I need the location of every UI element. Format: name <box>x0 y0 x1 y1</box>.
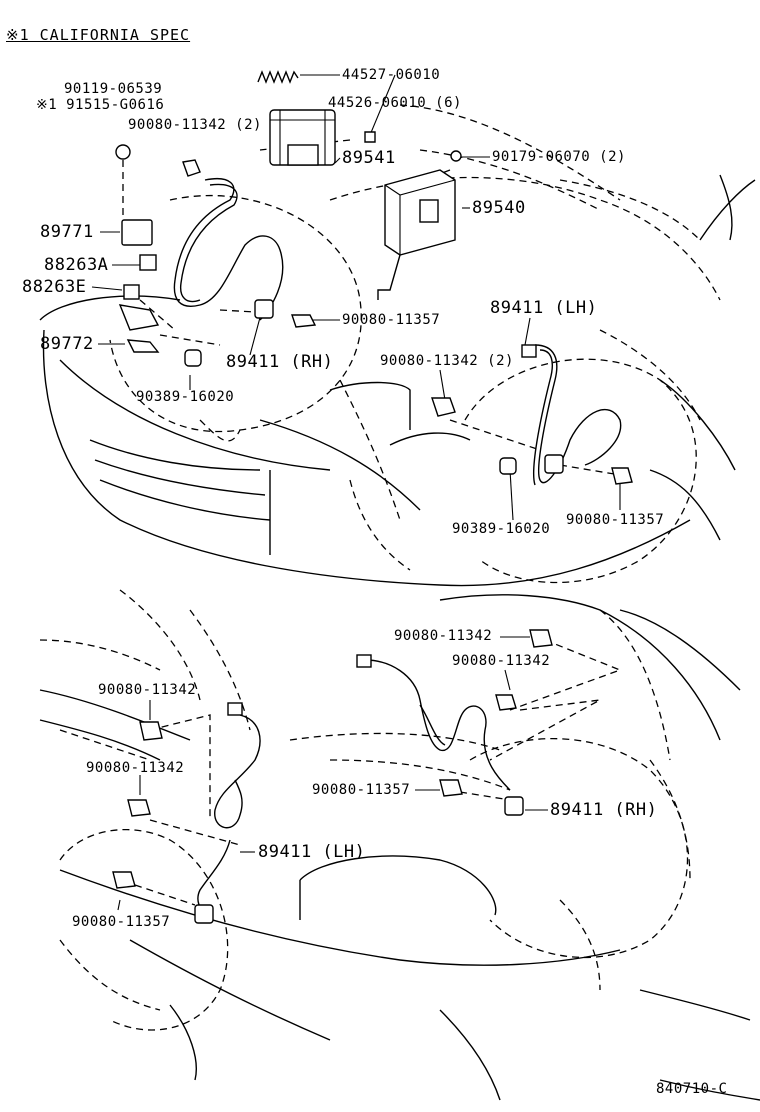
part-label-89540: 89540 <box>472 198 526 218</box>
diagram-id: 840710-C <box>656 1081 728 1097</box>
part-label-90080-11342-c: 90080-11342 <box>394 628 493 644</box>
actuator-icon <box>269 109 336 166</box>
part-label-90080-11342-2-mid: 90080-11342 (2) <box>380 353 514 369</box>
part-label-90119: 90119-06539 <box>64 81 163 97</box>
part-label-90179: 90179-06070 (2) <box>492 149 626 165</box>
bolt-icon <box>115 131 633 485</box>
part-label-88263a: 88263A <box>44 255 109 275</box>
part-label-89411-lh-b: 89411 (LH) <box>258 842 366 862</box>
part-label-88263e: 88263E <box>22 277 87 297</box>
part-label-90080-11342-d: 90080-11342 <box>452 653 551 669</box>
rear-wheel-arches <box>39 589 691 1031</box>
part-label-44526: 44526-06010 (6) <box>328 95 462 111</box>
part-label-44527: 44527-06010 <box>342 67 441 83</box>
front-body-outline <box>39 174 756 587</box>
part-label-89411-lh-a: 89411 (LH) <box>490 298 598 318</box>
california-spec-note: ※1 CALIFORNIA SPEC <box>6 26 191 44</box>
rear-parts <box>112 629 553 924</box>
part-label-90080-11357-a: 90080-11357 <box>342 312 441 328</box>
part-label-89411-rh-a: 89411 (RH) <box>226 352 334 372</box>
part-label-90080-11342-2-top: 90080-11342 (2) <box>128 117 262 133</box>
part-label-90080-11357-b: 90080-11357 <box>566 512 665 528</box>
relay-icon <box>118 219 160 353</box>
part-label-89411-rh-b: 89411 (RH) <box>550 800 658 820</box>
ecu-icon <box>377 169 456 300</box>
leader-lines-bottom <box>59 636 622 911</box>
spring-clip <box>257 70 299 84</box>
part-label-90080-11342-e: 90080-11342 <box>98 682 197 698</box>
top-wire-harness <box>173 178 622 486</box>
part-label-89771: 89771 <box>40 222 94 242</box>
part-label-90389-a: 90389-16020 <box>136 389 235 405</box>
part-label-90080-11342-f: 90080-11342 <box>86 760 185 776</box>
part-label-89541: 89541 <box>342 148 396 168</box>
part-label-90080-11357-d: 90080-11357 <box>72 914 171 930</box>
part-label-90389-b: 90389-16020 <box>452 521 551 537</box>
part-label-90080-11357-c: 90080-11357 <box>312 782 411 798</box>
part-label-89772: 89772 <box>40 334 94 354</box>
sensor-icon <box>254 299 564 474</box>
part-label-91515: ※1 91515-G0616 <box>36 97 165 113</box>
